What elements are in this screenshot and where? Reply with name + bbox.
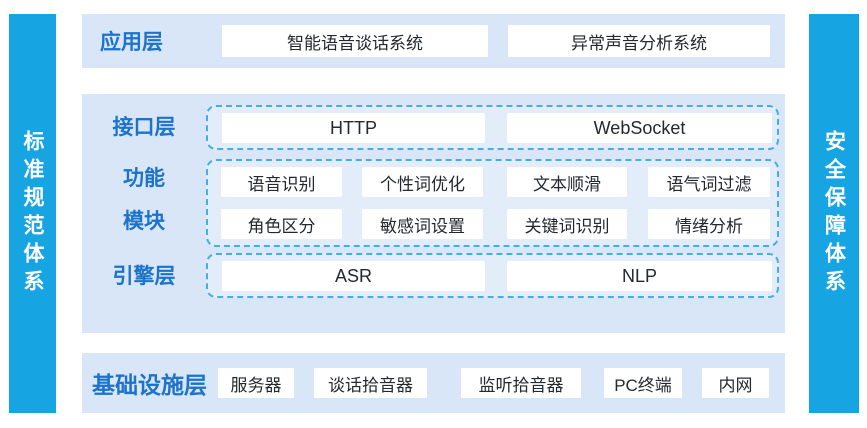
standards-system-bar: 标准规范体系 [9,14,56,413]
feature-box-keyword-recognition: 关键词识别 [507,209,627,239]
interface-layer-group: HTTP WebSocket [206,105,779,150]
infra-box-intranet: 内网 [702,368,769,398]
infrastructure-layer-section: 基础设施层 服务器 谈话拾音器 监听拾音器 PC终端 内网 [82,353,785,413]
feature-box-role-separation: 角色区分 [221,209,342,239]
middle-layers-section: 接口层 功能 模块 引擎层 HTTP WebSocket 语音识别 个性词优化 … [82,94,785,333]
application-layer-label: 应用层 [100,31,163,54]
feature-box-personal-word-optimization: 个性词优化 [362,167,483,197]
security-system-label: 安全保障体系 [822,129,846,298]
feature-box-text-smoothing: 文本顺滑 [507,167,627,197]
application-layer-section: 应用层 智能语音谈话系统 异常声音分析系统 [82,14,785,68]
function-label: 功能 [123,167,165,190]
infra-box-server: 服务器 [218,368,294,398]
interface-box-http: HTTP [222,113,485,143]
infra-box-pc-terminal: PC终端 [604,368,682,398]
feature-box-emotion-analysis: 情绪分析 [648,209,770,239]
infra-box-talk-pickup-mic: 谈话拾音器 [314,368,427,398]
engine-layer-label: 引擎层 [112,265,176,288]
feature-box-speech-recognition: 语音识别 [221,167,342,197]
app-box-intelligent-voice-talk: 智能语音谈话系统 [222,25,488,57]
engine-box-asr: ASR [222,261,485,291]
feature-box-sensitive-word-setting: 敏感词设置 [362,209,483,239]
app-box-abnormal-sound-analysis: 异常声音分析系统 [508,25,770,57]
infra-box-monitor-pickup-mic: 监听拾音器 [461,368,581,398]
interface-layer-label: 接口层 [112,116,176,139]
engine-box-nlp: NLP [507,261,772,291]
security-system-bar: 安全保障体系 [809,14,859,413]
engine-layer-group: ASR NLP [206,253,779,298]
feature-box-filler-word-filter: 语气词过滤 [648,167,770,197]
infrastructure-layer-label: 基础设施层 [92,372,207,398]
interface-box-websocket: WebSocket [507,113,772,143]
standards-system-label: 标准规范体系 [21,129,44,298]
function-modules-group: 语音识别 个性词优化 文本顺滑 语气词过滤 角色区分 敏感词设置 关键词识别 情… [206,159,779,247]
module-label: 模块 [123,210,165,233]
